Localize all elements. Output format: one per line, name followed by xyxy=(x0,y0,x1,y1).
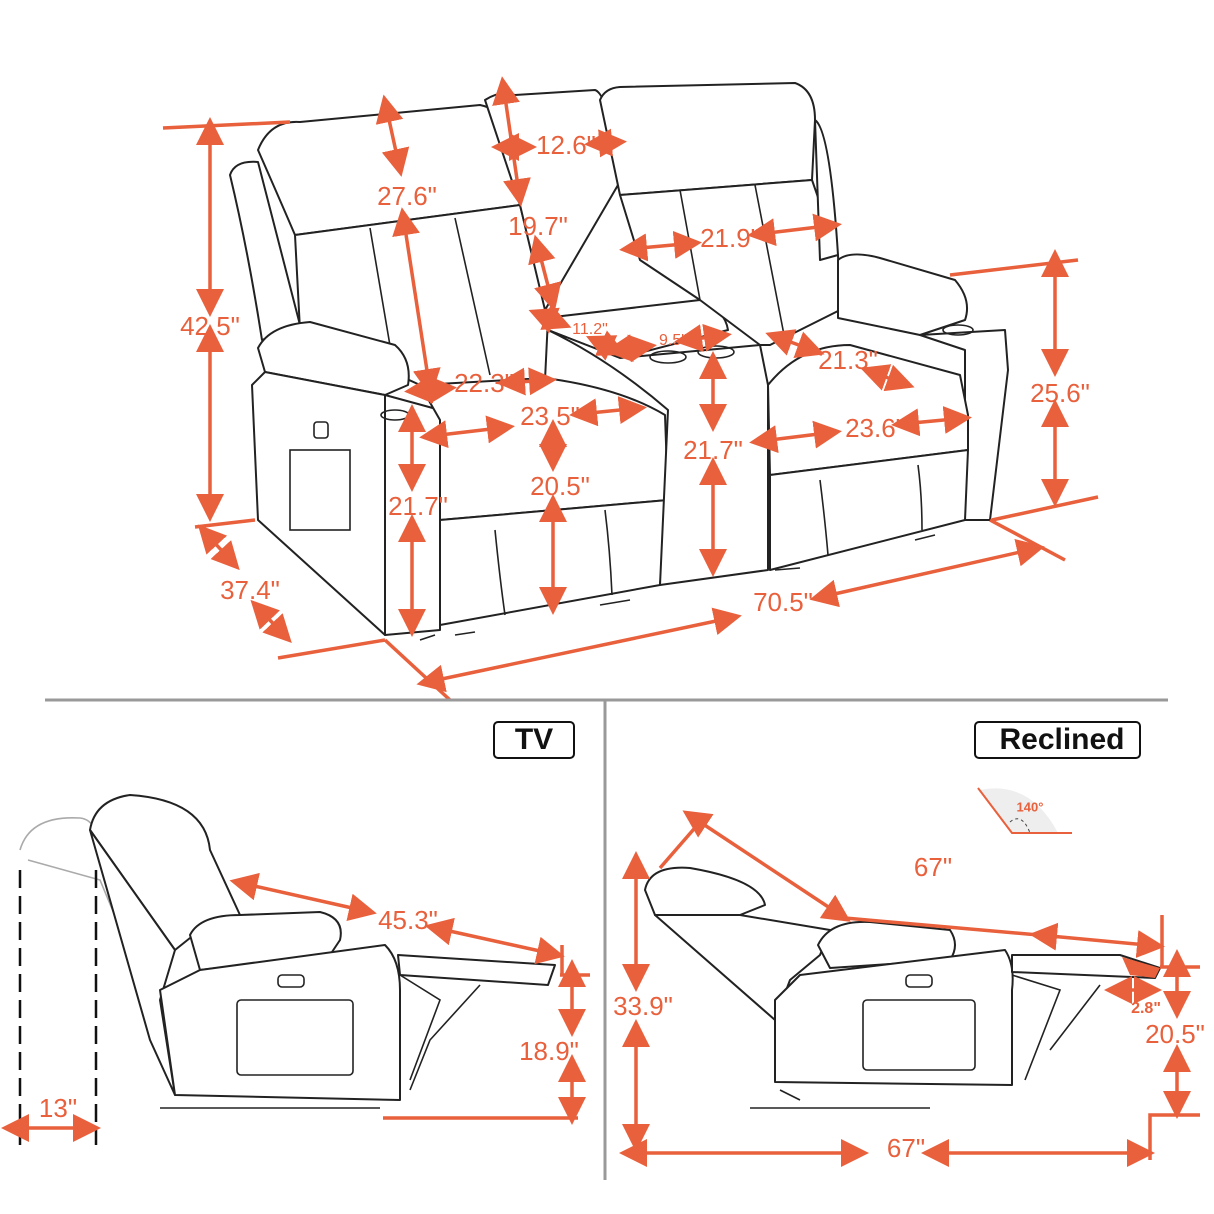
label-left-arm-height: 21.7" xyxy=(388,491,448,521)
label-console-lid-width: 9.5" xyxy=(659,332,687,349)
loveseat-front-drawing xyxy=(229,82,1009,641)
label-right-seat-depth: 21.3" xyxy=(818,345,878,375)
label-console-back-height: 19.7" xyxy=(508,211,568,241)
reclined-badge-label: Reclined xyxy=(999,723,1124,756)
label-right-seat-width: 23.6" xyxy=(845,413,905,443)
label-console-depth: 11.2" xyxy=(572,321,608,338)
label-footrest-gap: 2.8" xyxy=(1131,1000,1161,1017)
label-right-back-width: 21.9" xyxy=(700,223,760,253)
label-reclined-height: 33.9" xyxy=(613,991,673,1021)
label-total-height: 42.5" xyxy=(180,311,240,341)
label-left-seat-depth: 22.3" xyxy=(454,368,514,398)
tv-badge xyxy=(493,721,575,759)
label-wall-clearance: 13" xyxy=(39,1093,77,1123)
label-reclined-length: 67" xyxy=(887,1133,925,1163)
label-seat-height: 20.5" xyxy=(530,471,590,501)
angle-wedge xyxy=(980,788,1058,833)
label-recline-angle: 140° xyxy=(1017,799,1044,814)
main-dimension-lines xyxy=(162,76,1099,702)
label-depth: 37.4" xyxy=(220,575,280,605)
label-tv-extended-length: 45.3" xyxy=(378,905,438,935)
tv-badge-label: TV xyxy=(515,723,553,756)
reclined-mode-panel: Reclined 140° 67" 33.9" 2.8" 20.5" 67" xyxy=(613,721,1205,1167)
tv-mode-panel: TV 45.3" 18.9" 13" xyxy=(1,721,590,1145)
label-tv-footrest-height: 18.9" xyxy=(519,1036,579,1066)
label-reclined-diagonal: 67" xyxy=(914,852,952,882)
label-left-seat-width: 23.5" xyxy=(520,401,580,431)
label-console-height: 21.7" xyxy=(683,435,743,465)
label-right-arm-height: 25.6" xyxy=(1030,378,1090,408)
label-reclined-footrest-height: 20.5" xyxy=(1145,1019,1205,1049)
reclined-badge xyxy=(974,721,1141,759)
label-headrest-height: 27.6" xyxy=(377,181,437,211)
label-width: 70.5" xyxy=(753,587,813,617)
label-console-width: 12.6" xyxy=(536,130,596,160)
